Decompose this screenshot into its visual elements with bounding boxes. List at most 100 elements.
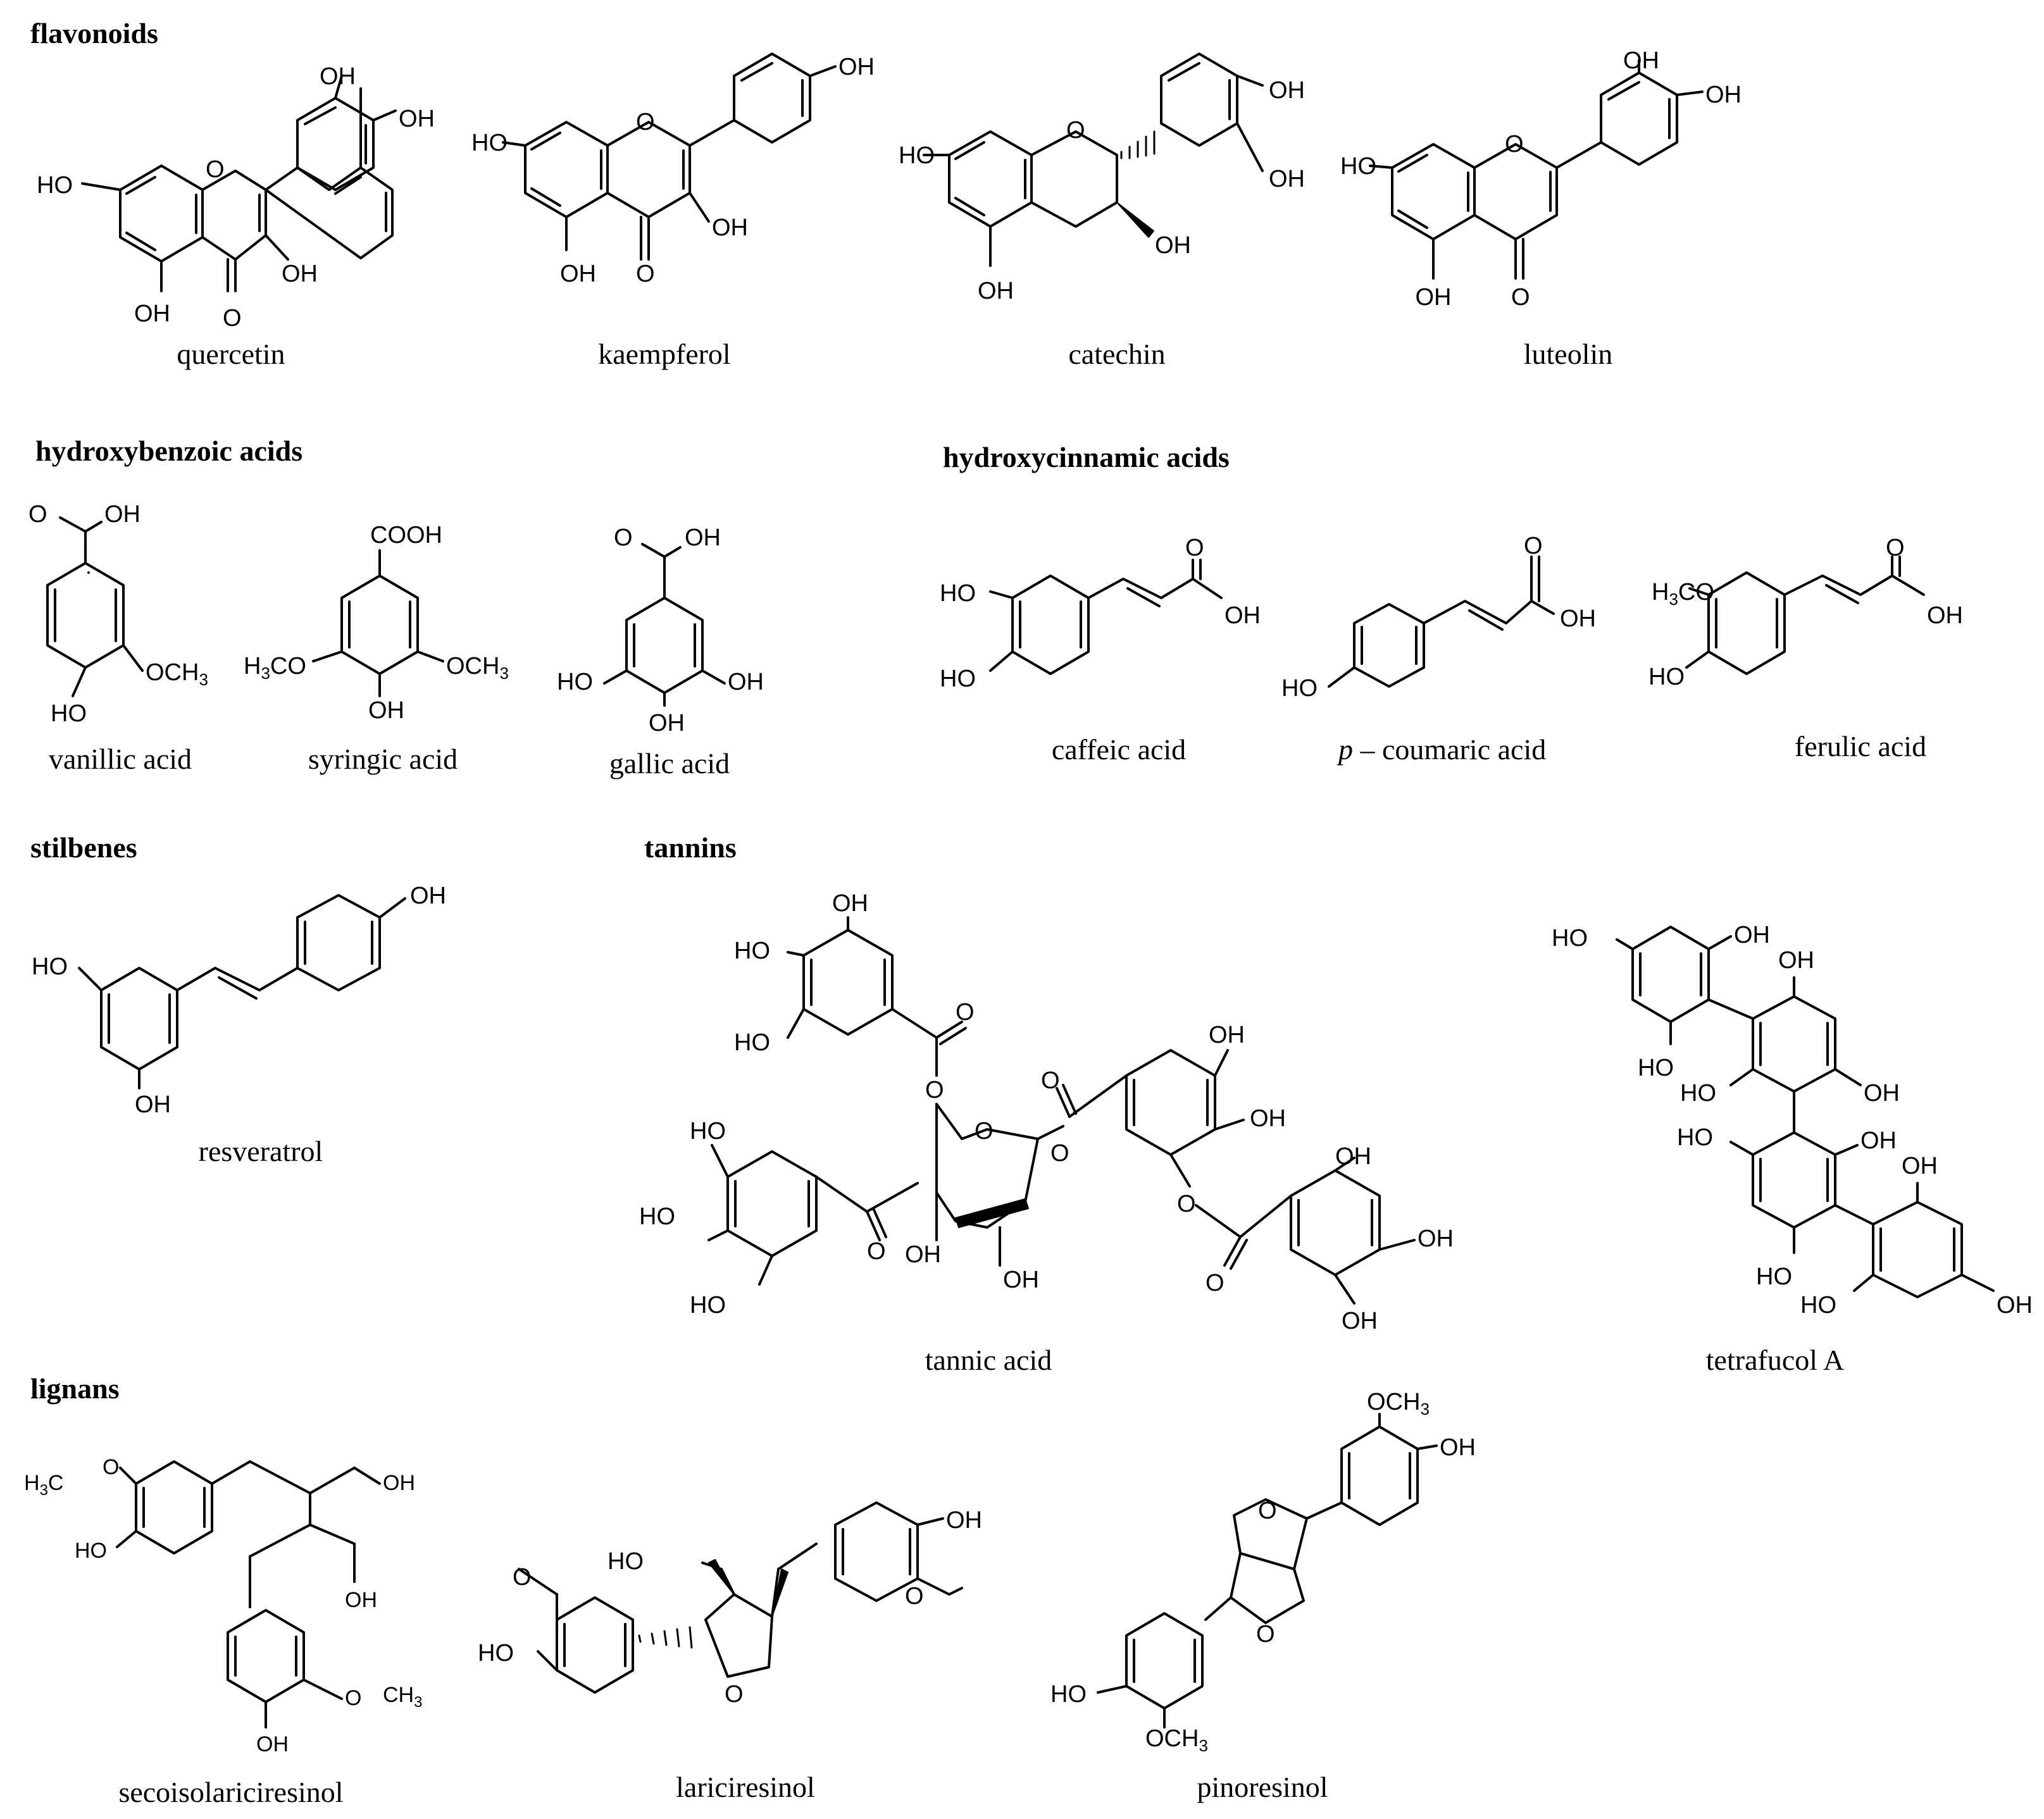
gallic-oh-acid: OH bbox=[685, 525, 721, 551]
tannic-o-link3: O bbox=[1177, 1191, 1196, 1217]
label-tannic-acid: tannic acid bbox=[925, 1344, 1052, 1376]
resveratrol-ho-3: HO bbox=[32, 953, 68, 980]
syringic-oh: OH bbox=[368, 697, 404, 724]
tannic-ho-b: HO bbox=[734, 1029, 770, 1056]
structure-pinoresinol bbox=[1097, 1413, 1438, 1729]
tannic-o-ester1: O bbox=[956, 999, 975, 1026]
tannic-o-link2: O bbox=[1050, 1140, 1069, 1167]
structure-ferulic-acid bbox=[1685, 556, 1925, 675]
resveratrol-oh-5: OH bbox=[135, 1091, 171, 1118]
svg-text:O: O bbox=[223, 305, 242, 332]
quercetin-oh-3p: OH bbox=[320, 63, 356, 90]
tannic-oh-sugar2: OH bbox=[1003, 1267, 1039, 1293]
seco-o-2: O bbox=[345, 1686, 361, 1710]
tannic-o-ester4: O bbox=[867, 1238, 886, 1265]
tannic-oh-br3: OH bbox=[1342, 1308, 1378, 1334]
gallic-oh-4: OH bbox=[649, 710, 685, 736]
coumaric-oh-acid: OH bbox=[1560, 605, 1596, 632]
label-quercetin: quercetin bbox=[177, 338, 285, 370]
tetrafucol-oh-3: OH bbox=[1778, 947, 1814, 974]
structure-vanillic-acid bbox=[46, 516, 144, 697]
gallic-ho: HO bbox=[557, 669, 593, 695]
label-syringic-acid: syringic acid bbox=[308, 743, 458, 775]
label-vanillic-acid: vanillic acid bbox=[49, 743, 192, 775]
tannic-ho-l2: HO bbox=[639, 1203, 675, 1230]
pinoresinol-oh-top: OH bbox=[1440, 1434, 1476, 1461]
tannic-o-ester2: O bbox=[1041, 1067, 1060, 1094]
structure-resveratrol bbox=[78, 894, 406, 1090]
luteolin-ring-o: O bbox=[1505, 131, 1524, 158]
syringic-och3: OCH3 bbox=[446, 653, 509, 683]
caffeic-oh-acid: OH bbox=[1225, 602, 1261, 629]
tannic-o-link1: O bbox=[925, 1077, 944, 1103]
heading-lignans: lignans bbox=[30, 1372, 120, 1405]
seco-ch3: CH3 bbox=[383, 1683, 422, 1711]
heading-flavonoids: flavonoids bbox=[30, 17, 158, 49]
caffeic-ho-3: HO bbox=[940, 580, 976, 607]
label-catechin: catechin bbox=[1068, 338, 1165, 370]
seco-o-1: O bbox=[103, 1455, 119, 1479]
catechin-hashed-bond bbox=[1120, 130, 1156, 159]
label-caffeic-acid: caffeic acid bbox=[1052, 733, 1186, 766]
tannic-o-ester3: O bbox=[1206, 1270, 1225, 1296]
quercetin-ring-o: O bbox=[206, 156, 225, 183]
structure-gallic-acid bbox=[603, 543, 726, 707]
heading-stilbenes: stilbenes bbox=[30, 831, 137, 864]
tannic-o-ring: O bbox=[975, 1118, 994, 1145]
tannic-ho-l1: HO bbox=[690, 1118, 726, 1145]
lariciresinol-oh-1: OH bbox=[946, 1507, 982, 1534]
catechin-ho-7: HO bbox=[899, 142, 935, 169]
label-resveratrol: resveratrol bbox=[199, 1135, 323, 1167]
pinoresinol-ho-bottom: HO bbox=[1050, 1681, 1087, 1708]
catechin-oh-3p: OH bbox=[1269, 77, 1305, 104]
coumaric-o: O bbox=[1524, 533, 1543, 559]
kaempferol-oh-4p: OH bbox=[838, 54, 875, 80]
tetrafucol-oh-9: OH bbox=[1902, 1153, 1938, 1179]
kaempferol-oh-3: OH bbox=[712, 214, 748, 241]
label-p-coumaric-acid: p – coumaric acid bbox=[1337, 733, 1546, 766]
pinoresinol-o-2: O bbox=[1256, 1621, 1275, 1648]
tetrafucol-ho-1: HO bbox=[1552, 925, 1588, 952]
structure-caffeic-acid bbox=[989, 559, 1223, 675]
quercetin-oh-4p: OH bbox=[399, 106, 435, 132]
tetrafucol-ho-5: HO bbox=[1680, 1080, 1716, 1107]
seco-oh-2: OH bbox=[345, 1588, 377, 1612]
ferulic-ho: HO bbox=[1648, 664, 1685, 690]
structure-catechin bbox=[923, 53, 1264, 267]
lariciresinol-wedge-1 bbox=[708, 1559, 735, 1595]
pinoresinol-o-1: O bbox=[1258, 1498, 1277, 1524]
quercetin-oh-3: OH bbox=[282, 261, 318, 287]
structure-syringic-acid bbox=[312, 549, 444, 697]
label-kaempferol: kaempferol bbox=[598, 338, 730, 370]
lariciresinol-o-2: O bbox=[905, 1583, 924, 1610]
luteolin-ho-7: HO bbox=[1340, 153, 1376, 180]
tetrafucol-oh-6: OH bbox=[1864, 1080, 1900, 1107]
lariciresinol-ho-2: HO bbox=[608, 1548, 644, 1575]
tetrafucol-ho-4: HO bbox=[1638, 1055, 1674, 1081]
structure-tetrafucol-a bbox=[1616, 926, 1995, 1298]
seco-oh-3: OH bbox=[256, 1732, 289, 1756]
tannic-wedge-bond bbox=[955, 1198, 1029, 1228]
structure-tannic-acid bbox=[707, 916, 1416, 1305]
kaempferol-ho-7: HO bbox=[471, 130, 508, 156]
catechin-ring-o: O bbox=[1066, 117, 1085, 144]
gallic-oh-5: OH bbox=[728, 669, 764, 695]
quercetin-oh-5: OH bbox=[134, 301, 170, 327]
seco-oh-1: OH bbox=[383, 1471, 415, 1495]
catechin-oh-3: OH bbox=[1155, 232, 1191, 259]
structure-secoisolariciresinol bbox=[116, 1460, 381, 1729]
lariciresinol-hashed-bond bbox=[638, 1626, 693, 1649]
caffeic-ho-4: HO bbox=[940, 666, 976, 692]
luteolin-oh-5: OH bbox=[1416, 284, 1452, 311]
label-pinoresinol: pinoresinol bbox=[1197, 1771, 1328, 1803]
lariciresinol-o-methoxy: O bbox=[513, 1564, 532, 1591]
resveratrol-oh-4p: OH bbox=[410, 883, 446, 909]
ferulic-o: O bbox=[1886, 535, 1905, 561]
structure-p-coumaric-acid bbox=[1328, 556, 1555, 688]
label-tetrafucol-a: tetrafucol A bbox=[1706, 1344, 1844, 1376]
pinoresinol-och3-bottom: OCH3 bbox=[1145, 1725, 1208, 1755]
tannic-oh-br1: OH bbox=[1335, 1143, 1371, 1170]
tetrafucol-oh-8: OH bbox=[1860, 1127, 1897, 1154]
tetrafucol-oh-2: OH bbox=[1734, 922, 1770, 948]
gallic-o: O bbox=[614, 525, 633, 551]
